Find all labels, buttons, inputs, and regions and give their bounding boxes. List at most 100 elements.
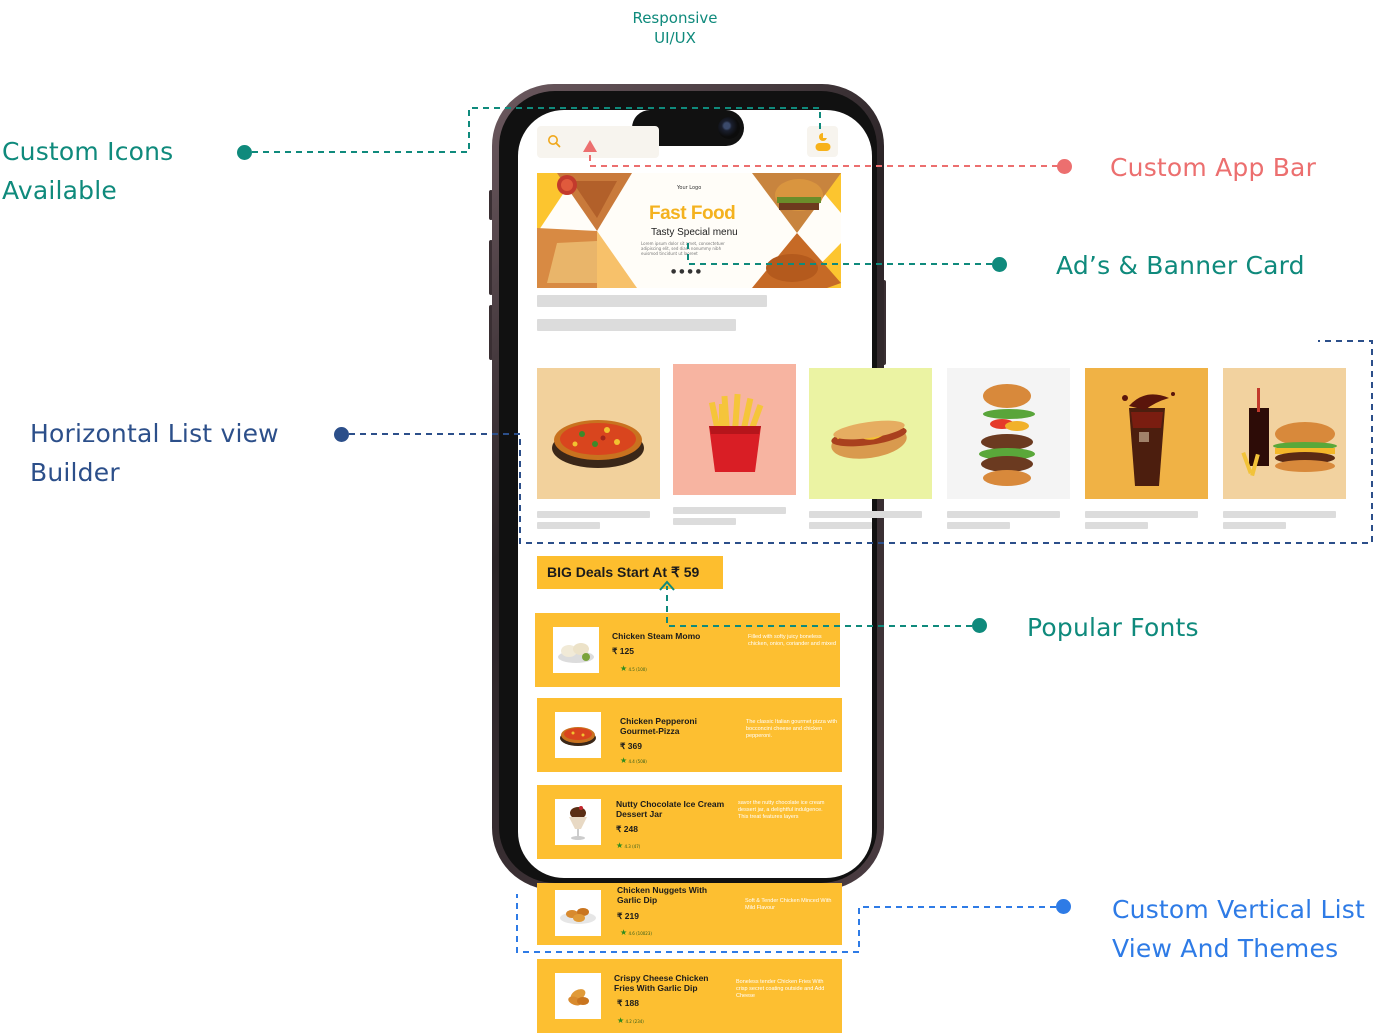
product-thumbnail: [555, 799, 601, 845]
phone-volume-up: [489, 240, 493, 295]
combo-meal-image: [1241, 388, 1337, 477]
review-count: (47): [632, 844, 641, 849]
product-price: ₹ 188: [617, 998, 639, 1008]
product-rating: ★ 4.2 (234): [617, 1016, 644, 1025]
skeleton-line: [1085, 511, 1198, 518]
callout-horizontal-line2: Builder: [30, 458, 120, 487]
pizza-image: [552, 420, 644, 468]
product-thumbnail: [555, 890, 601, 936]
dessert-image: [569, 806, 587, 840]
phone-volume-down: [489, 305, 493, 360]
product-name: Chicken Steam Momo: [612, 631, 701, 641]
callout-custom-icons: Custom Icons Available: [2, 132, 173, 210]
callout-vertical-list: Custom Vertical List View And Themes: [1112, 890, 1365, 968]
burger-image: [979, 384, 1035, 486]
product-thumbnail: [555, 712, 601, 758]
skeleton-line: [947, 511, 1060, 518]
search-bar[interactable]: [537, 126, 659, 158]
horizontal-item-cola[interactable]: [1085, 368, 1208, 499]
product-description: Soft & Tender Chicken Minced With Mild F…: [745, 898, 832, 911]
product-name: Chicken Pepperoni Gourmet-Pizza: [620, 716, 697, 736]
skeleton-line: [947, 522, 1010, 529]
horizontal-item-fries[interactable]: [673, 364, 796, 495]
cola-image: [1122, 392, 1175, 486]
rating-value: 4.4: [628, 759, 635, 764]
callout-dot: [1057, 159, 1072, 174]
banner-social-icons: ●●●●: [671, 268, 704, 275]
product-rating: ★ 4.6 (10023): [620, 928, 652, 937]
product-thumbnail: [555, 973, 601, 1019]
skeleton-line: [1085, 522, 1148, 529]
callout-custom-icons-line1: Custom Icons: [2, 137, 174, 166]
phone-mute-switch: [489, 190, 493, 220]
banner-title: Fast Food: [649, 203, 736, 224]
skeleton-line: [673, 507, 786, 514]
rating-value: 4.2: [625, 1019, 632, 1024]
product-card[interactable]: Chicken Nuggets With Garlic Dip ₹ 219 ★ …: [537, 883, 842, 945]
product-card[interactable]: Chicken Steam Momo ₹ 125 ★ 4.5 (100) Fil…: [535, 613, 840, 687]
callout-dot: [334, 427, 349, 442]
title-line-2: UI/UX: [654, 29, 696, 47]
rating-value: 4.3: [624, 844, 631, 849]
callout-vertical-line1: Custom Vertical List: [1112, 895, 1365, 924]
product-card[interactable]: Crispy Cheese Chicken Fries With Garlic …: [537, 959, 842, 1033]
product-price: ₹ 219: [617, 911, 639, 921]
product-name: Chicken Nuggets With Garlic Dip: [617, 885, 708, 905]
user-icon: [815, 133, 831, 151]
callout-fonts: Popular Fonts: [1027, 613, 1199, 642]
review-count: (100): [636, 667, 647, 672]
ad-banner-card[interactable]: Your Logo Fast Food Tasty Special menu L…: [537, 173, 841, 288]
horizontal-item-pizza[interactable]: [537, 368, 660, 499]
callout-dot: [1056, 899, 1071, 914]
rating-value: 4.6: [628, 931, 635, 936]
star-icon: ★: [616, 841, 624, 850]
banner-subtitle: Tasty Special menu: [651, 227, 738, 238]
callout-app-bar: Custom App Bar: [1110, 153, 1317, 182]
callout-horizontal-line1: Horizontal List view: [30, 419, 279, 448]
camera-icon: [718, 117, 740, 139]
product-rating: ★ 4.3 (47): [616, 841, 640, 850]
skeleton-line: [537, 319, 736, 331]
horizontal-item-hotdog[interactable]: [809, 368, 932, 499]
star-icon: ★: [620, 664, 628, 673]
horizontal-item-combo[interactable]: [1223, 368, 1346, 499]
star-icon: ★: [620, 756, 628, 765]
skeleton-line: [673, 518, 736, 525]
title-line-1: Responsive: [632, 9, 718, 27]
callout-custom-icons-line2: Available: [2, 176, 117, 205]
banner-logo-text: Your Logo: [677, 185, 702, 191]
product-price: ₹ 248: [616, 824, 638, 834]
profile-button[interactable]: [807, 126, 838, 157]
callout-dot: [992, 257, 1007, 272]
product-description: The classic Italian gourmet pizza with b…: [746, 719, 838, 739]
product-card[interactable]: Chicken Pepperoni Gourmet-Pizza ₹ 369 ★ …: [537, 698, 842, 772]
search-icon: [548, 135, 561, 148]
product-description: Boneless tender Chicken Fries With crisp…: [736, 979, 825, 999]
review-count: (508): [636, 759, 647, 764]
product-thumbnail: [553, 627, 599, 673]
product-rating: ★ 4.5 (100): [620, 664, 647, 673]
momo-image: [558, 643, 594, 663]
star-icon: ★: [620, 928, 628, 937]
product-description: savor the nutty chocolate ice cream dess…: [738, 800, 825, 820]
product-rating: ★ 4.4 (508): [620, 756, 647, 765]
skeleton-line: [537, 511, 650, 518]
skeleton-line: [1223, 511, 1336, 518]
horizontal-item-burger[interactable]: [947, 368, 1070, 499]
banner-artwork: [537, 173, 841, 288]
review-count: (10023): [636, 931, 652, 936]
pizza-thumb-image: [560, 727, 596, 746]
deals-tag[interactable]: BIG Deals Start At ₹ 59: [537, 556, 723, 589]
product-description: Filled with softy juicy boneless chicken…: [748, 634, 837, 647]
callout-dot: [972, 618, 987, 633]
skeleton-line: [537, 522, 600, 529]
skeleton-line: [809, 522, 872, 529]
rating-value: 4.5: [628, 667, 635, 672]
product-price: ₹ 369: [620, 741, 642, 751]
hotdog-image: [831, 420, 907, 459]
phone-power-button: [882, 280, 886, 365]
callout-dot: [237, 145, 252, 160]
review-count: (234): [633, 1019, 644, 1024]
product-card[interactable]: Nutty Chocolate Ice Cream Dessert Jar ₹ …: [537, 785, 842, 859]
